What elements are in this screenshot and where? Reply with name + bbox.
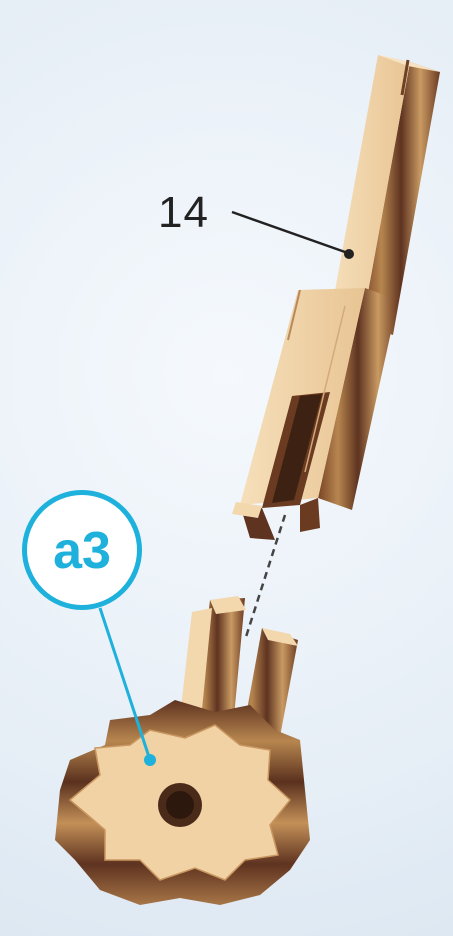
badge-a3-label: a3 <box>53 521 111 581</box>
leader-line-14 <box>232 212 345 252</box>
part-label-14: 14 <box>158 188 209 238</box>
gear-a3 <box>55 596 310 905</box>
shaft-14 <box>232 55 440 540</box>
leader-dot-14 <box>344 249 354 259</box>
shaft-tine-right-end <box>300 498 320 532</box>
badge-a3: a3 <box>22 490 142 610</box>
